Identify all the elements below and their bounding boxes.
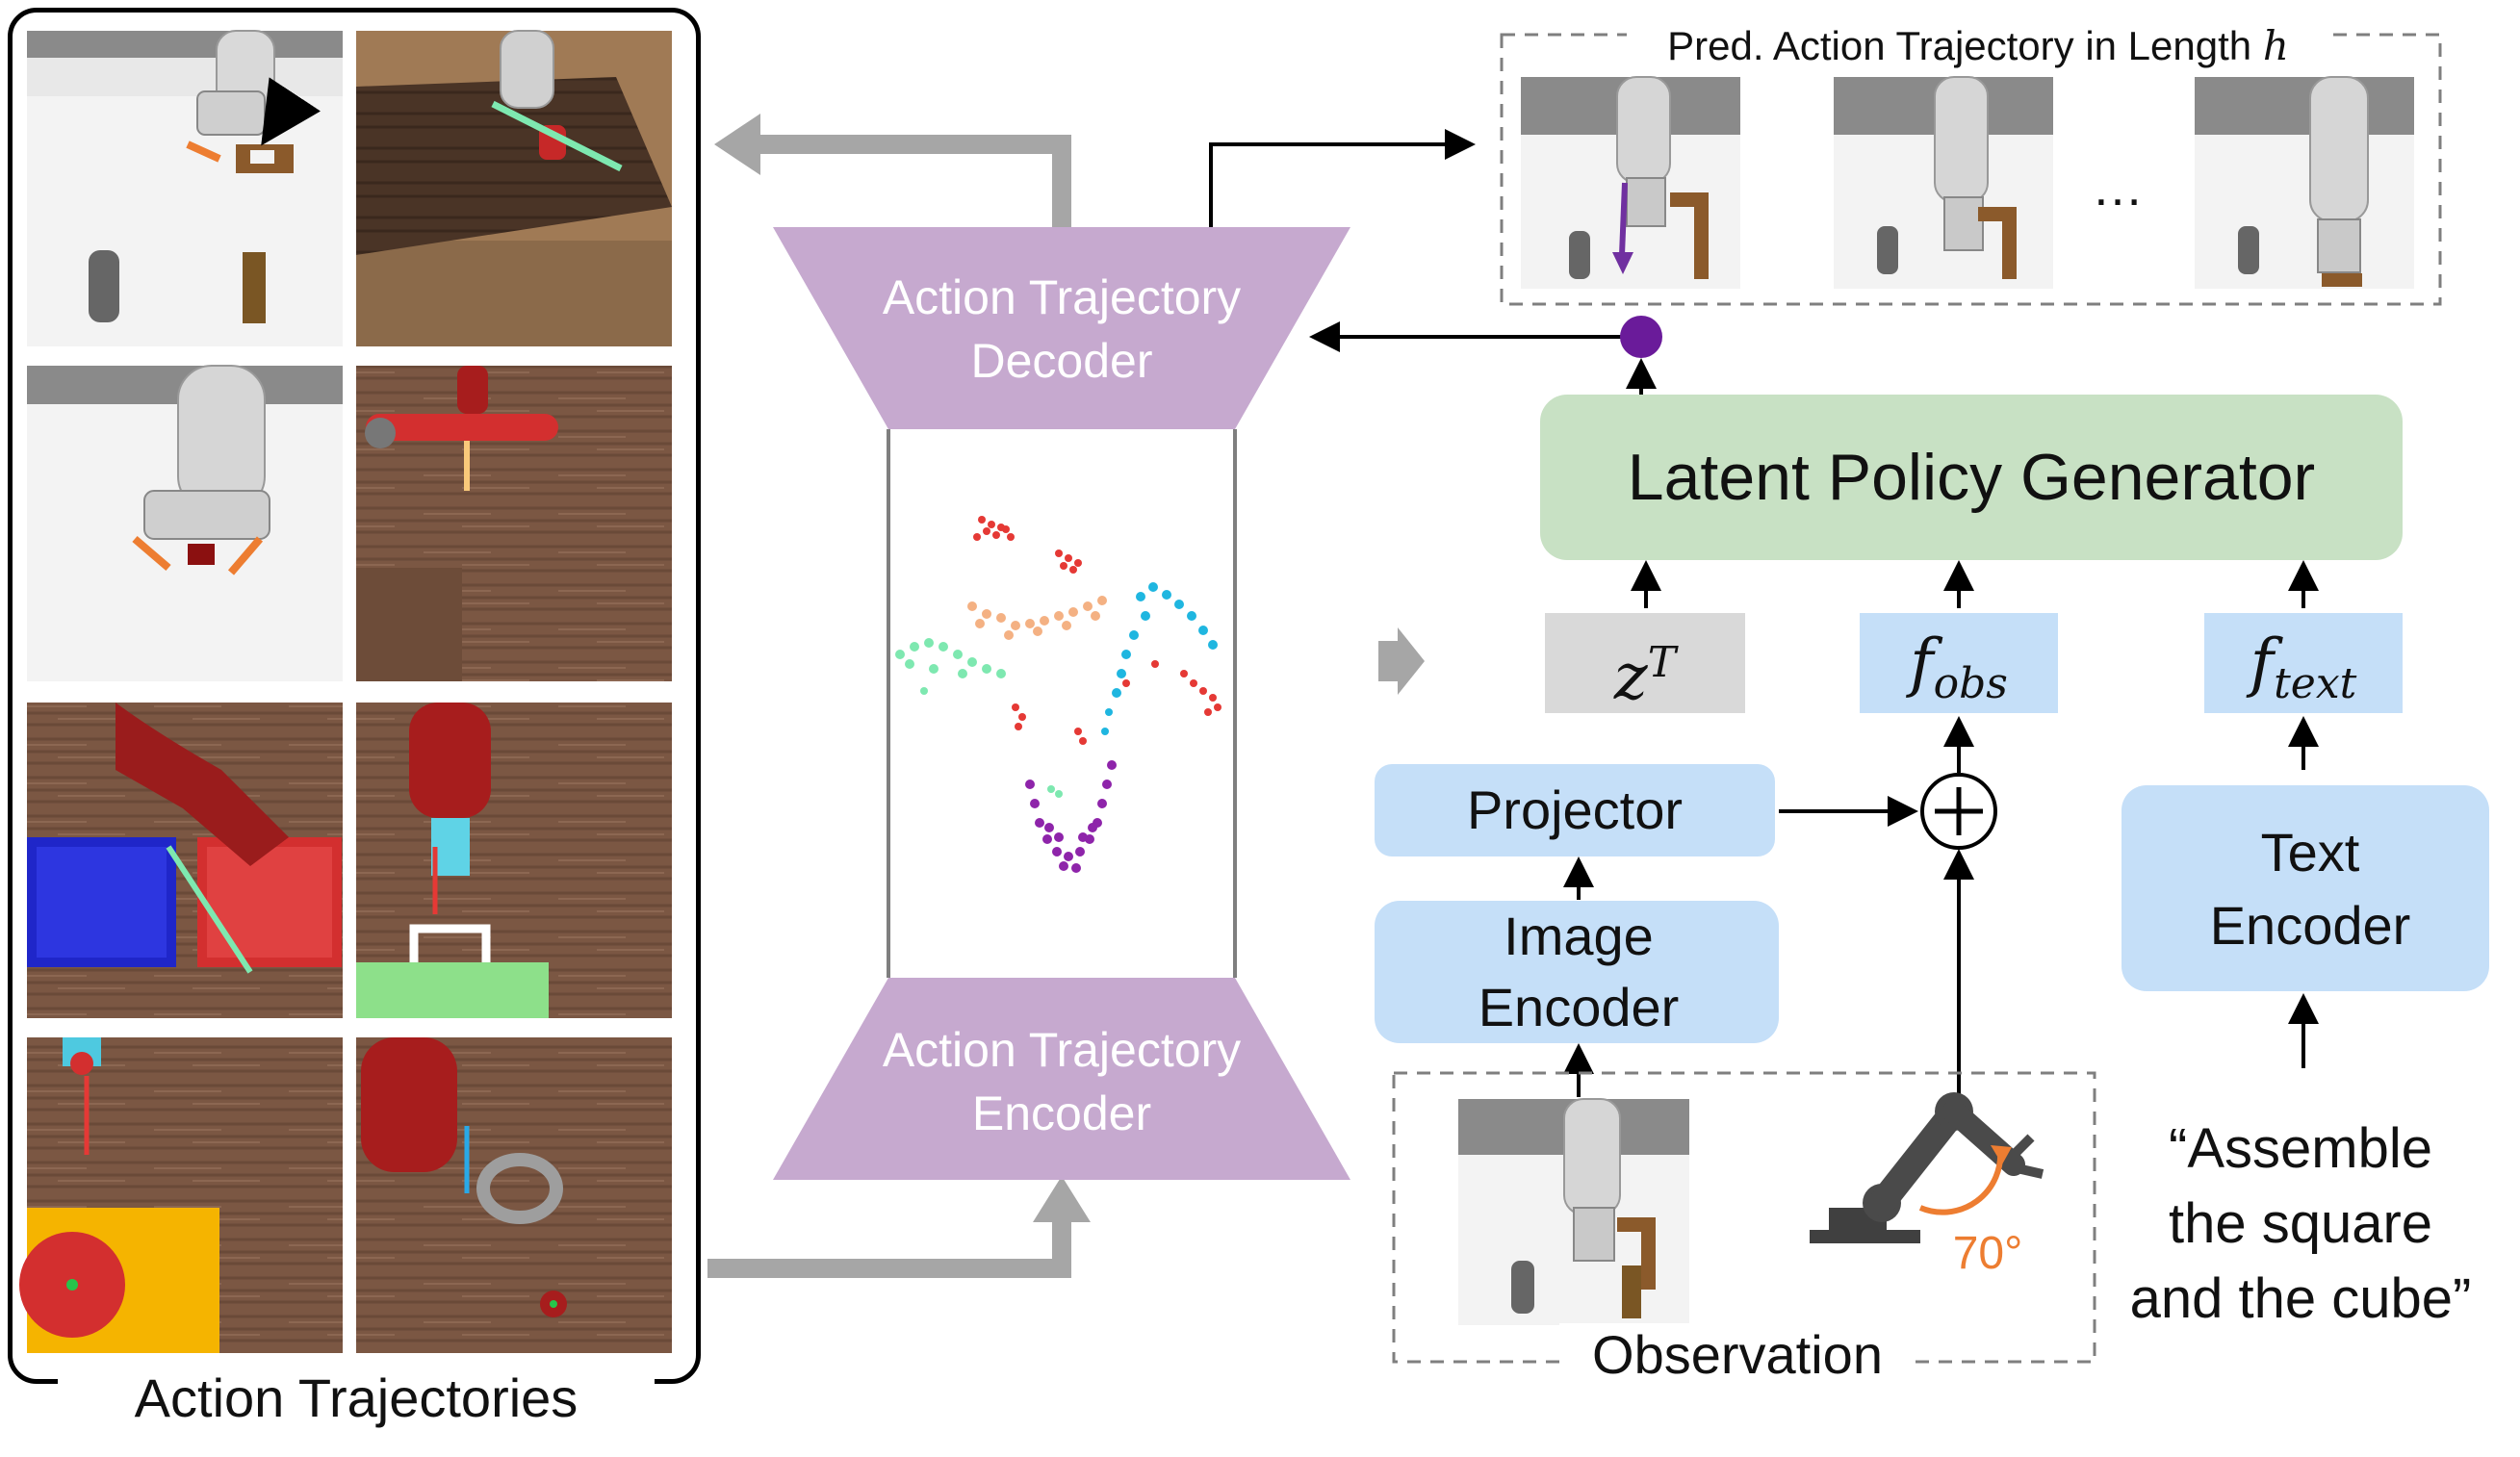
thumbnail-shelf — [356, 30, 672, 346]
instruction-line1: “Assemble — [2169, 1117, 2432, 1180]
action-trajectories-caption: Action Trajectories — [58, 1367, 655, 1430]
gray-arrow-to-encoder — [707, 1176, 1091, 1278]
plus-circle-icon — [1920, 773, 1997, 850]
thumbnail-button — [19, 1037, 343, 1353]
f-obs-label: fobs — [1860, 613, 2058, 713]
gray-arrow-to-trajectories — [714, 114, 1071, 231]
thumbnail-hammer — [356, 366, 672, 681]
latent-z: z — [1613, 640, 1648, 714]
arrow-decoder-to-pred — [1209, 129, 1476, 227]
pred-frame-3 — [2195, 76, 2414, 289]
latent-z-sup: T — [1647, 638, 1677, 687]
f-text-box — [2204, 613, 2403, 713]
latent-policy-generator — [1540, 395, 2403, 560]
latent-z-label: zT — [1545, 613, 1745, 714]
encoder-label: Action Trajectory Encoder — [818, 1018, 1305, 1145]
decoder-label: Action Trajectory Decoder — [818, 266, 1305, 393]
observation-image — [1458, 1098, 1689, 1325]
decoder-trapezoid — [773, 227, 1350, 429]
latent-z-box — [1545, 613, 1745, 713]
f-obs-box — [1860, 613, 2058, 713]
projector-box — [1375, 764, 1775, 856]
thumbnail-nut — [356, 1037, 672, 1353]
image-encoder-line2: Encoder — [1478, 977, 1680, 1037]
latent-action-dot — [1620, 316, 1662, 358]
robot-arm-icon — [1810, 1092, 2044, 1243]
f-obs-base: f — [1910, 626, 1934, 700]
gray-arrow-right — [1378, 627, 1425, 695]
decoder-label-line1: Action Trajectory — [882, 270, 1242, 324]
encoder-trapezoid — [773, 978, 1350, 1180]
f-text-sub: text — [2274, 659, 2357, 709]
observation-label: Observation — [1559, 1323, 1916, 1387]
text-encoder-label: Text Encoder — [2156, 816, 2464, 962]
f-text-base: f — [2250, 626, 2275, 700]
thumbnail-assembly-1 — [27, 30, 343, 346]
instruction-line3: and the cube” — [2129, 1267, 2472, 1330]
projector-label: Projector — [1466, 780, 1684, 840]
pred-title-text: Pred. Action Trajectory in Length — [1667, 23, 2263, 68]
thumbnail-bins — [27, 703, 343, 1018]
encoder-label-line1: Action Trajectory — [882, 1023, 1242, 1077]
thumbnail-peg — [356, 703, 672, 1018]
pred-ellipsis: … — [2092, 159, 2144, 217]
decoder-label-line2: Decoder — [970, 334, 1153, 388]
encoder-label-line2: Encoder — [971, 1086, 1152, 1140]
latent-policy-generator-label: Latent Policy Generator — [1627, 441, 2316, 514]
pred-frame-2 — [1834, 76, 2053, 289]
image-encoder-label: Image Encoder — [1434, 901, 1723, 1043]
instruction-line2: the square — [2168, 1192, 2433, 1255]
thumbnail-assembly-2 — [27, 365, 343, 681]
text-encoder-line1: Text — [2260, 822, 2360, 882]
image-encoder-box — [1375, 901, 1779, 1043]
pred-title-var: h — [2262, 22, 2289, 69]
text-encoder-box — [2121, 785, 2489, 991]
language-instruction: “Assemble the square and the cube” — [2113, 1112, 2488, 1337]
image-encoder-line1: Image — [1504, 906, 1654, 966]
latent-scatter-plot — [895, 516, 1221, 873]
f-text-label: ftext — [2204, 613, 2403, 713]
f-obs-sub: obs — [1933, 659, 2008, 709]
text-encoder-line2: Encoder — [2209, 895, 2411, 956]
latent-space-panel — [887, 429, 1237, 978]
pred-trajectory-title: Pred. Action Trajectory in Length h — [1627, 21, 2329, 71]
pred-frame-1 — [1521, 76, 1740, 289]
joint-angle-label: 70° — [1952, 1228, 2023, 1279]
